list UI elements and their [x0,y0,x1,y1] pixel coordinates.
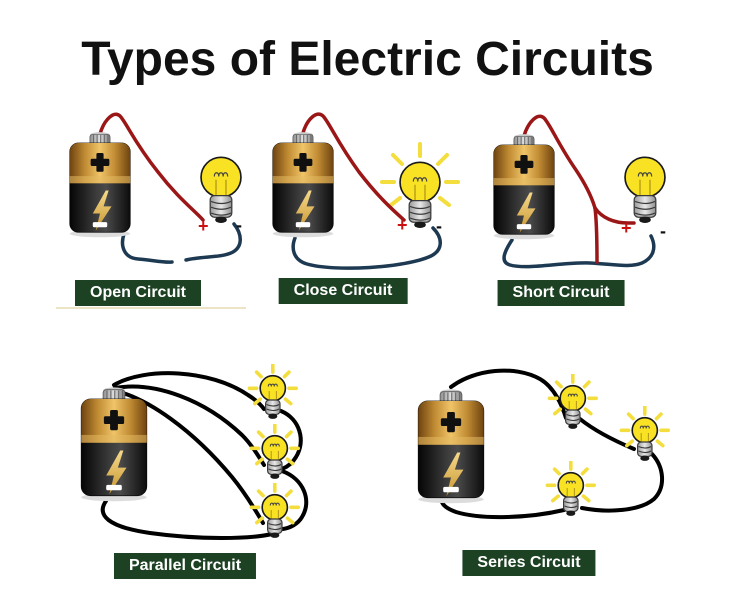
return-wire [502,234,656,269]
series-wire-3 [580,452,664,513]
bulb-icon-3 [249,483,301,540]
positive-wire [98,112,205,222]
close-circuit-panel: + - Close Circuit [255,110,475,325]
bulb-icon-1 [547,374,599,431]
parallel-circuit-diagram [80,364,309,540]
short-circuit-label: Short Circuit [497,280,625,306]
series-circuit-label: Series Circuit [462,550,596,576]
close-circuit-label: Close Circuit [278,278,408,304]
branch-wire-1 [112,371,266,411]
bulb-icon-2 [249,424,301,481]
bulb-icon-1 [247,364,299,421]
plus-sign: + [397,215,408,235]
link-wire-1 [279,409,303,471]
short-branch-wire [593,206,599,264]
positive-wire [301,112,406,222]
bulb-icon [200,156,242,224]
series-wire-2 [578,417,636,451]
open-circuit-panel: + - Open Circuit [40,110,260,325]
plus-sign: + [198,216,209,236]
link-wire-2 [280,469,309,531]
return-wire-from-bulb [184,222,242,262]
battery-icon [80,386,148,502]
close-circuit-diagram: + - [272,112,460,270]
series-circuit-panel: Series Circuit [390,355,690,595]
short-circuit-diagram: + - [493,114,666,269]
wire-to-bulb [593,206,636,225]
short-circuit-panel: + - Short Circuit [478,110,698,325]
page-title: Types of Electric Circuits [81,33,654,86]
open-circuit-label: Open Circuit [74,280,202,306]
parallel-circuit-panel: Parallel Circuit [50,355,330,595]
series-circuit-diagram [417,368,671,520]
return-wire-from-battery [120,232,174,264]
parallel-circuit-label: Parallel Circuit [113,553,257,579]
battery-icon [272,131,334,238]
battery-icon [493,133,555,240]
bulb-icon [624,156,666,224]
open-circuit-diagram: + - [69,112,242,264]
plus-sign: + [621,218,632,238]
bulb-icon-2 [619,406,671,463]
divider-line [56,307,246,309]
minus-sign: - [660,221,666,241]
battery-icon [69,131,131,238]
minus-sign: - [236,215,242,235]
battery-icon [417,388,485,504]
series-wire-1 [449,368,568,420]
glow-rays [380,142,460,207]
branch-wire-2 [113,384,266,467]
series-wire-4 [440,497,566,520]
return-wire [291,226,442,270]
battery-return-wire [100,499,274,540]
positive-wire [522,114,597,210]
minus-sign: - [436,216,442,236]
